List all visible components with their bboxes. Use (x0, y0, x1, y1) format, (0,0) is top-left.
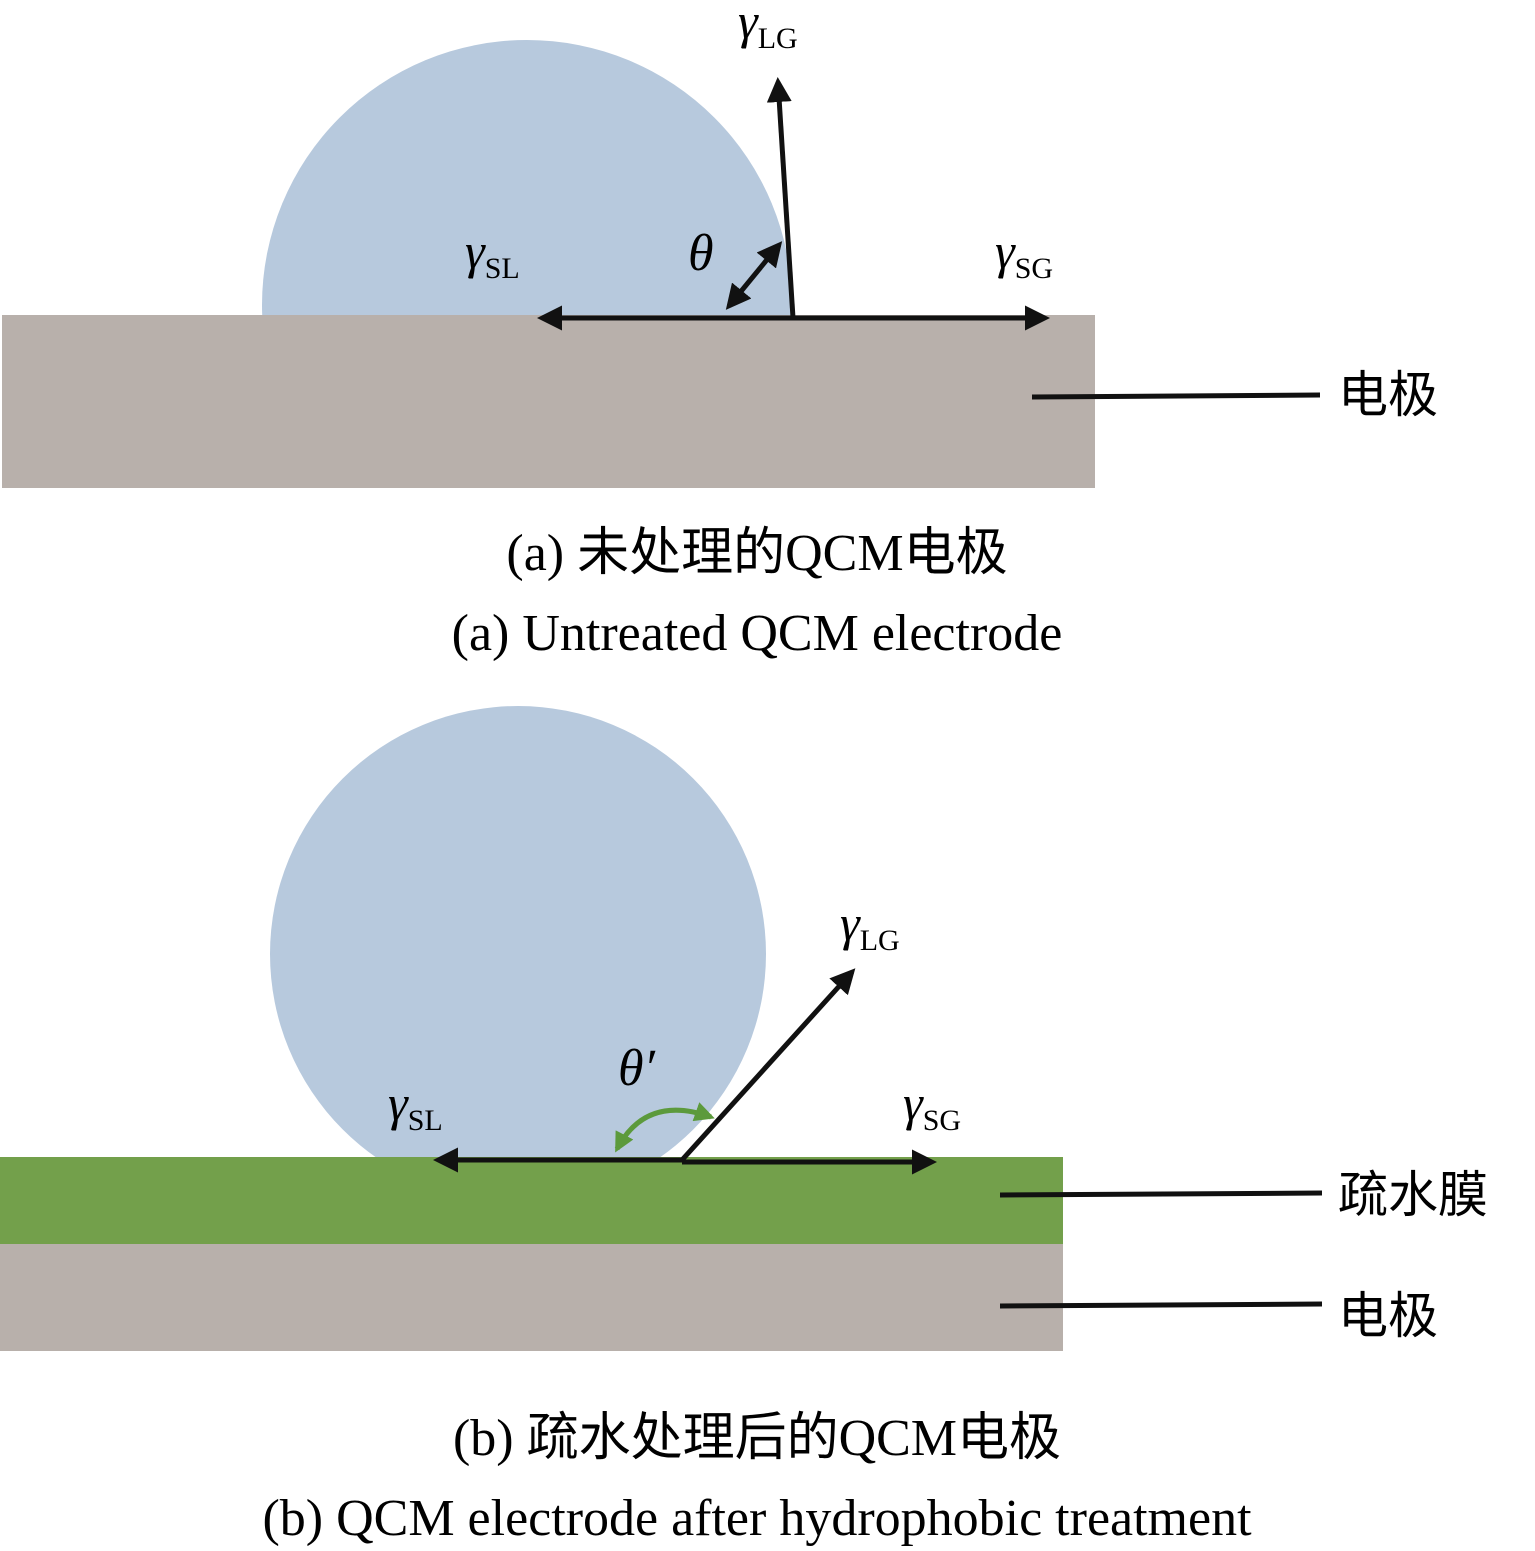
label-gamma-sl-b: γSL (388, 1075, 443, 1137)
caption-zh-b: (b) 疏水处理后的QCM电极 (453, 1410, 1061, 1467)
callout-line-electrode-a (1031, 392, 1321, 400)
callout-line-electrode-b (999, 1301, 1323, 1309)
label-theta-b: θ′ (618, 1040, 657, 1097)
label-gamma-lg-b: γLG (840, 895, 900, 957)
label-hydrophobic-film: 疏水膜 (1338, 1166, 1488, 1224)
droplet-a (262, 40, 792, 316)
panel-b: γLG γSL γSG θ′ 疏水膜 电极 (b) 疏水处理后的QCM电极 (b… (0, 706, 1488, 1547)
caption-zh-a: (a) 未处理的QCM电极 (506, 525, 1007, 582)
label-gamma-lg-a: γLG (738, 0, 798, 55)
panel-a: γLG γSL γSG θ 电极 (a) 未处理的QCM电极 (a) Untre… (2, 0, 1438, 662)
arrow-gamma-lg-a (766, 77, 796, 319)
angle-arrow-a (725, 241, 783, 310)
electrode-a (2, 315, 1095, 488)
callout-line-film (999, 1190, 1323, 1198)
label-theta-a: θ (688, 225, 714, 282)
label-electrode-b: 电极 (1338, 1287, 1438, 1345)
label-electrode-a: 电极 (1338, 366, 1438, 424)
caption-en-a: (a) Untreated QCM electrode (452, 605, 1063, 662)
hydrophobic-film (0, 1157, 1063, 1244)
label-gamma-sl-a: γSL (465, 223, 520, 285)
angle-arrow-b (614, 1102, 715, 1153)
label-gamma-sg-a: γSG (995, 223, 1053, 285)
electrode-b (0, 1244, 1063, 1351)
droplet-b (270, 706, 766, 1157)
caption-en-b: (b) QCM electrode after hydrophobic trea… (262, 1490, 1252, 1547)
label-gamma-sg-b: γSG (903, 1075, 961, 1137)
